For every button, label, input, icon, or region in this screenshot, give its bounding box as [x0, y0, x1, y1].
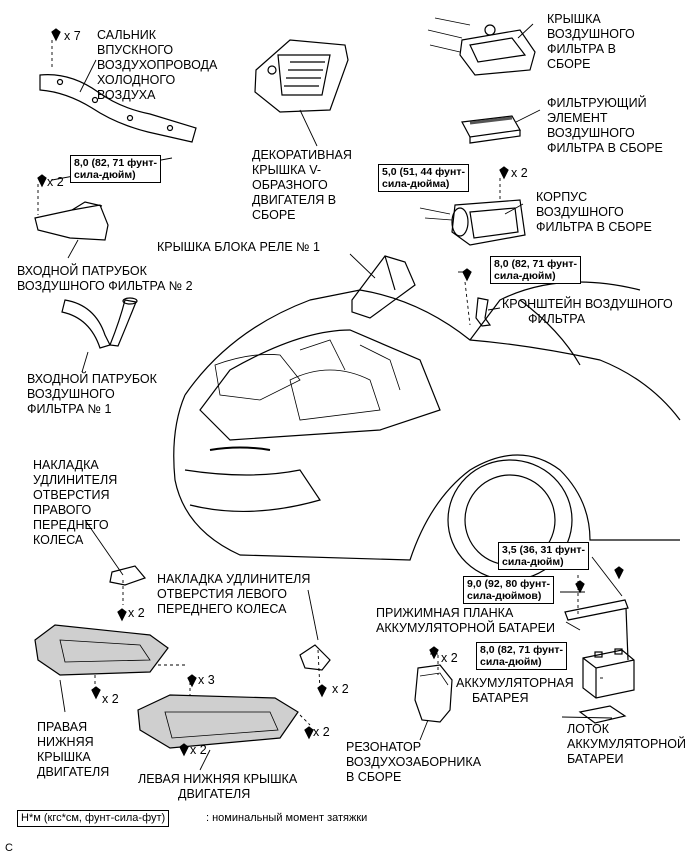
battery-label: АККУМУЛЯТОРНАЯ БАТАРЕЯ [456, 676, 574, 705]
engine-cover-illustration [254, 39, 349, 113]
legend-unit-box: Н*м (кгс*см, фунт-сила-фут) [17, 810, 170, 827]
torque-box-resonator: 8,0 (82, 71 фунт-сила-дюйм) [476, 642, 567, 670]
legend-text: : номинальный момент затяжки [206, 812, 368, 824]
inlet1-illustration [61, 297, 138, 349]
relay-cover-label: КРЫШКА БЛОКА РЕЛЕ № 1 [157, 240, 320, 254]
filter-element-illustration [461, 115, 521, 144]
inlet2-illustration [34, 174, 109, 241]
qty-resonator: x 2 [441, 651, 458, 665]
corner-code: C [5, 842, 13, 854]
qty-lh-liner: x 2 [332, 682, 349, 696]
qty-clips: x 7 [64, 29, 81, 43]
filter-case-illustration [419, 166, 526, 246]
resonator-illustration [414, 646, 453, 723]
rh-under-cover-illustration [34, 624, 169, 700]
torque-box-clamp-top: 3,5 (36, 31 фунт-сила-дюйм) [498, 542, 589, 570]
torque-box-case: 5,0 (51, 44 фунт-сила-дюйма) [378, 164, 469, 192]
qty-lh-under-c: x 2 [313, 725, 330, 739]
qty-rh-under: x 2 [102, 692, 119, 706]
qty-lh-under-a: x 3 [198, 673, 215, 687]
rh-liner-illustration [109, 565, 147, 622]
intake-seal-illustration [39, 28, 197, 143]
battery-clamp-illustration [564, 566, 629, 661]
bracket-illustration [462, 268, 492, 327]
qty-case: x 2 [511, 166, 528, 180]
qty-inlet2: x 2 [47, 175, 64, 189]
relay-cover-illustration [351, 255, 416, 319]
lh-under-cover-label: ЛЕВАЯ НИЖНЯЯ КРЫШКА ДВИГАТЕЛЯ [138, 772, 298, 801]
lh-liner-illustration [299, 644, 331, 698]
battery-illustration [582, 648, 635, 699]
lh-under-cover-illustration [137, 674, 314, 757]
battery-tray-illustration [578, 705, 627, 724]
filter-cap-illustration [427, 17, 536, 76]
qty-rh-liner: x 2 [128, 606, 145, 620]
bracket-label: КРОНШТЕЙН ВОЗДУШНОГО ФИЛЬТРА [502, 297, 673, 326]
torque-box-clamp-mid: 9,0 (92, 80 фунт-сила-дюймов) [463, 576, 554, 604]
torque-box-bracket: 8,0 (82, 71 фунт-сила-дюйм) [490, 256, 581, 284]
torque-box-inlet2: 8,0 (82, 71 фунт-сила-дюйм) [70, 155, 161, 183]
qty-lh-under-b: x 2 [190, 743, 207, 757]
